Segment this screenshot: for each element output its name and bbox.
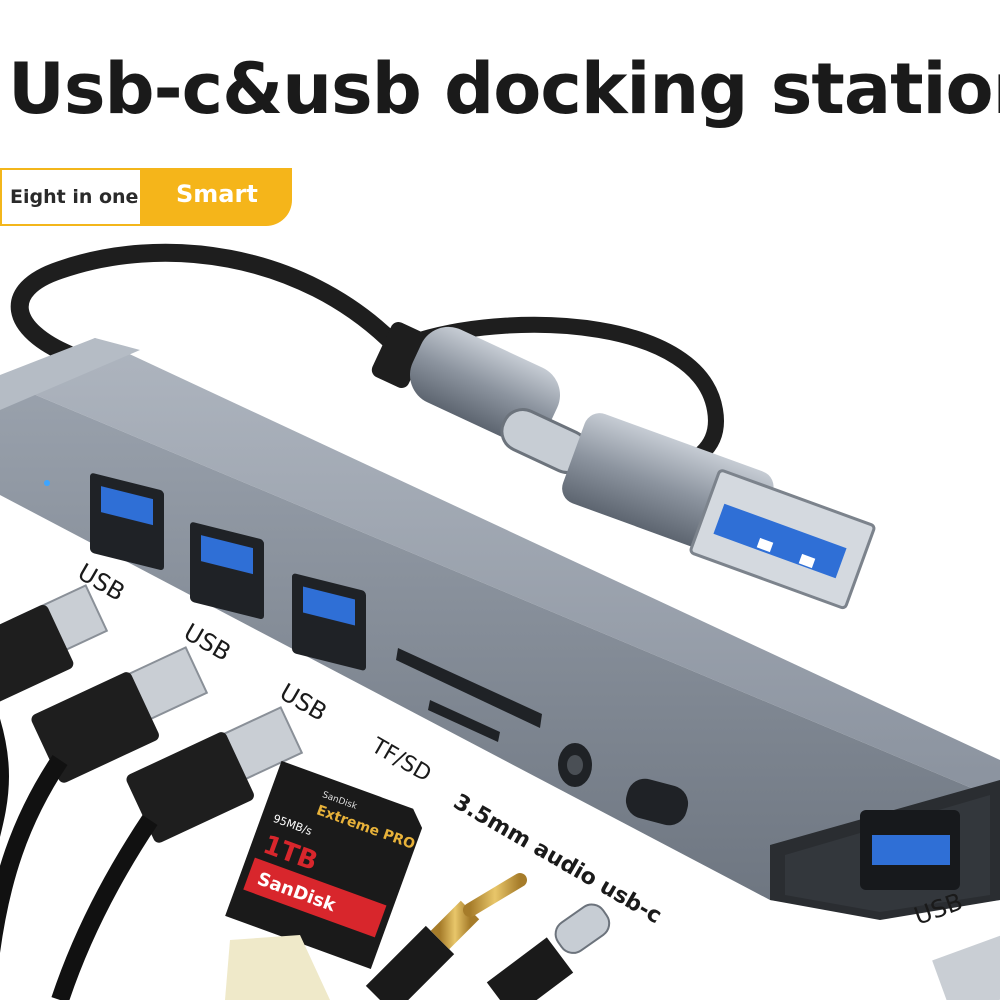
status-led-icon bbox=[44, 480, 50, 486]
sd-slot bbox=[396, 648, 542, 728]
usbc-connector bbox=[371, 321, 590, 474]
label-tf-sd: TF/SD bbox=[366, 733, 435, 787]
hub-usbc-port bbox=[625, 778, 689, 826]
paper-scrap bbox=[225, 935, 330, 1000]
badge-left-label: Eight in one• bbox=[10, 186, 151, 208]
badge-left-panel: Eight in one• bbox=[0, 168, 151, 226]
usbc-plug bbox=[486, 903, 611, 1000]
usb-plug-2 bbox=[0, 646, 209, 954]
usb-plug-right bbox=[932, 933, 1000, 1000]
usb-plug-3 bbox=[51, 706, 304, 1000]
hub-usb-port-1 bbox=[90, 473, 164, 571]
badge-right-panel: Smart bbox=[140, 168, 292, 226]
badge-right-label: Smart bbox=[176, 180, 258, 208]
audio-plug bbox=[365, 873, 527, 1000]
usba-connector bbox=[562, 413, 876, 610]
hub-usb-port-4 bbox=[860, 810, 960, 890]
hub-usb-port-3 bbox=[292, 573, 366, 671]
usb-plug-1 bbox=[0, 584, 109, 838]
sd-card: SanDisk Extreme PRO 95MB/s 1TB SanDisk bbox=[225, 760, 423, 969]
feature-badge: Eight in one• Smart bbox=[0, 168, 292, 226]
tf-slot bbox=[428, 700, 500, 742]
product-title: Usb-c&usb docking station bbox=[8, 48, 1000, 130]
hub-usb-port-2 bbox=[190, 522, 264, 619]
